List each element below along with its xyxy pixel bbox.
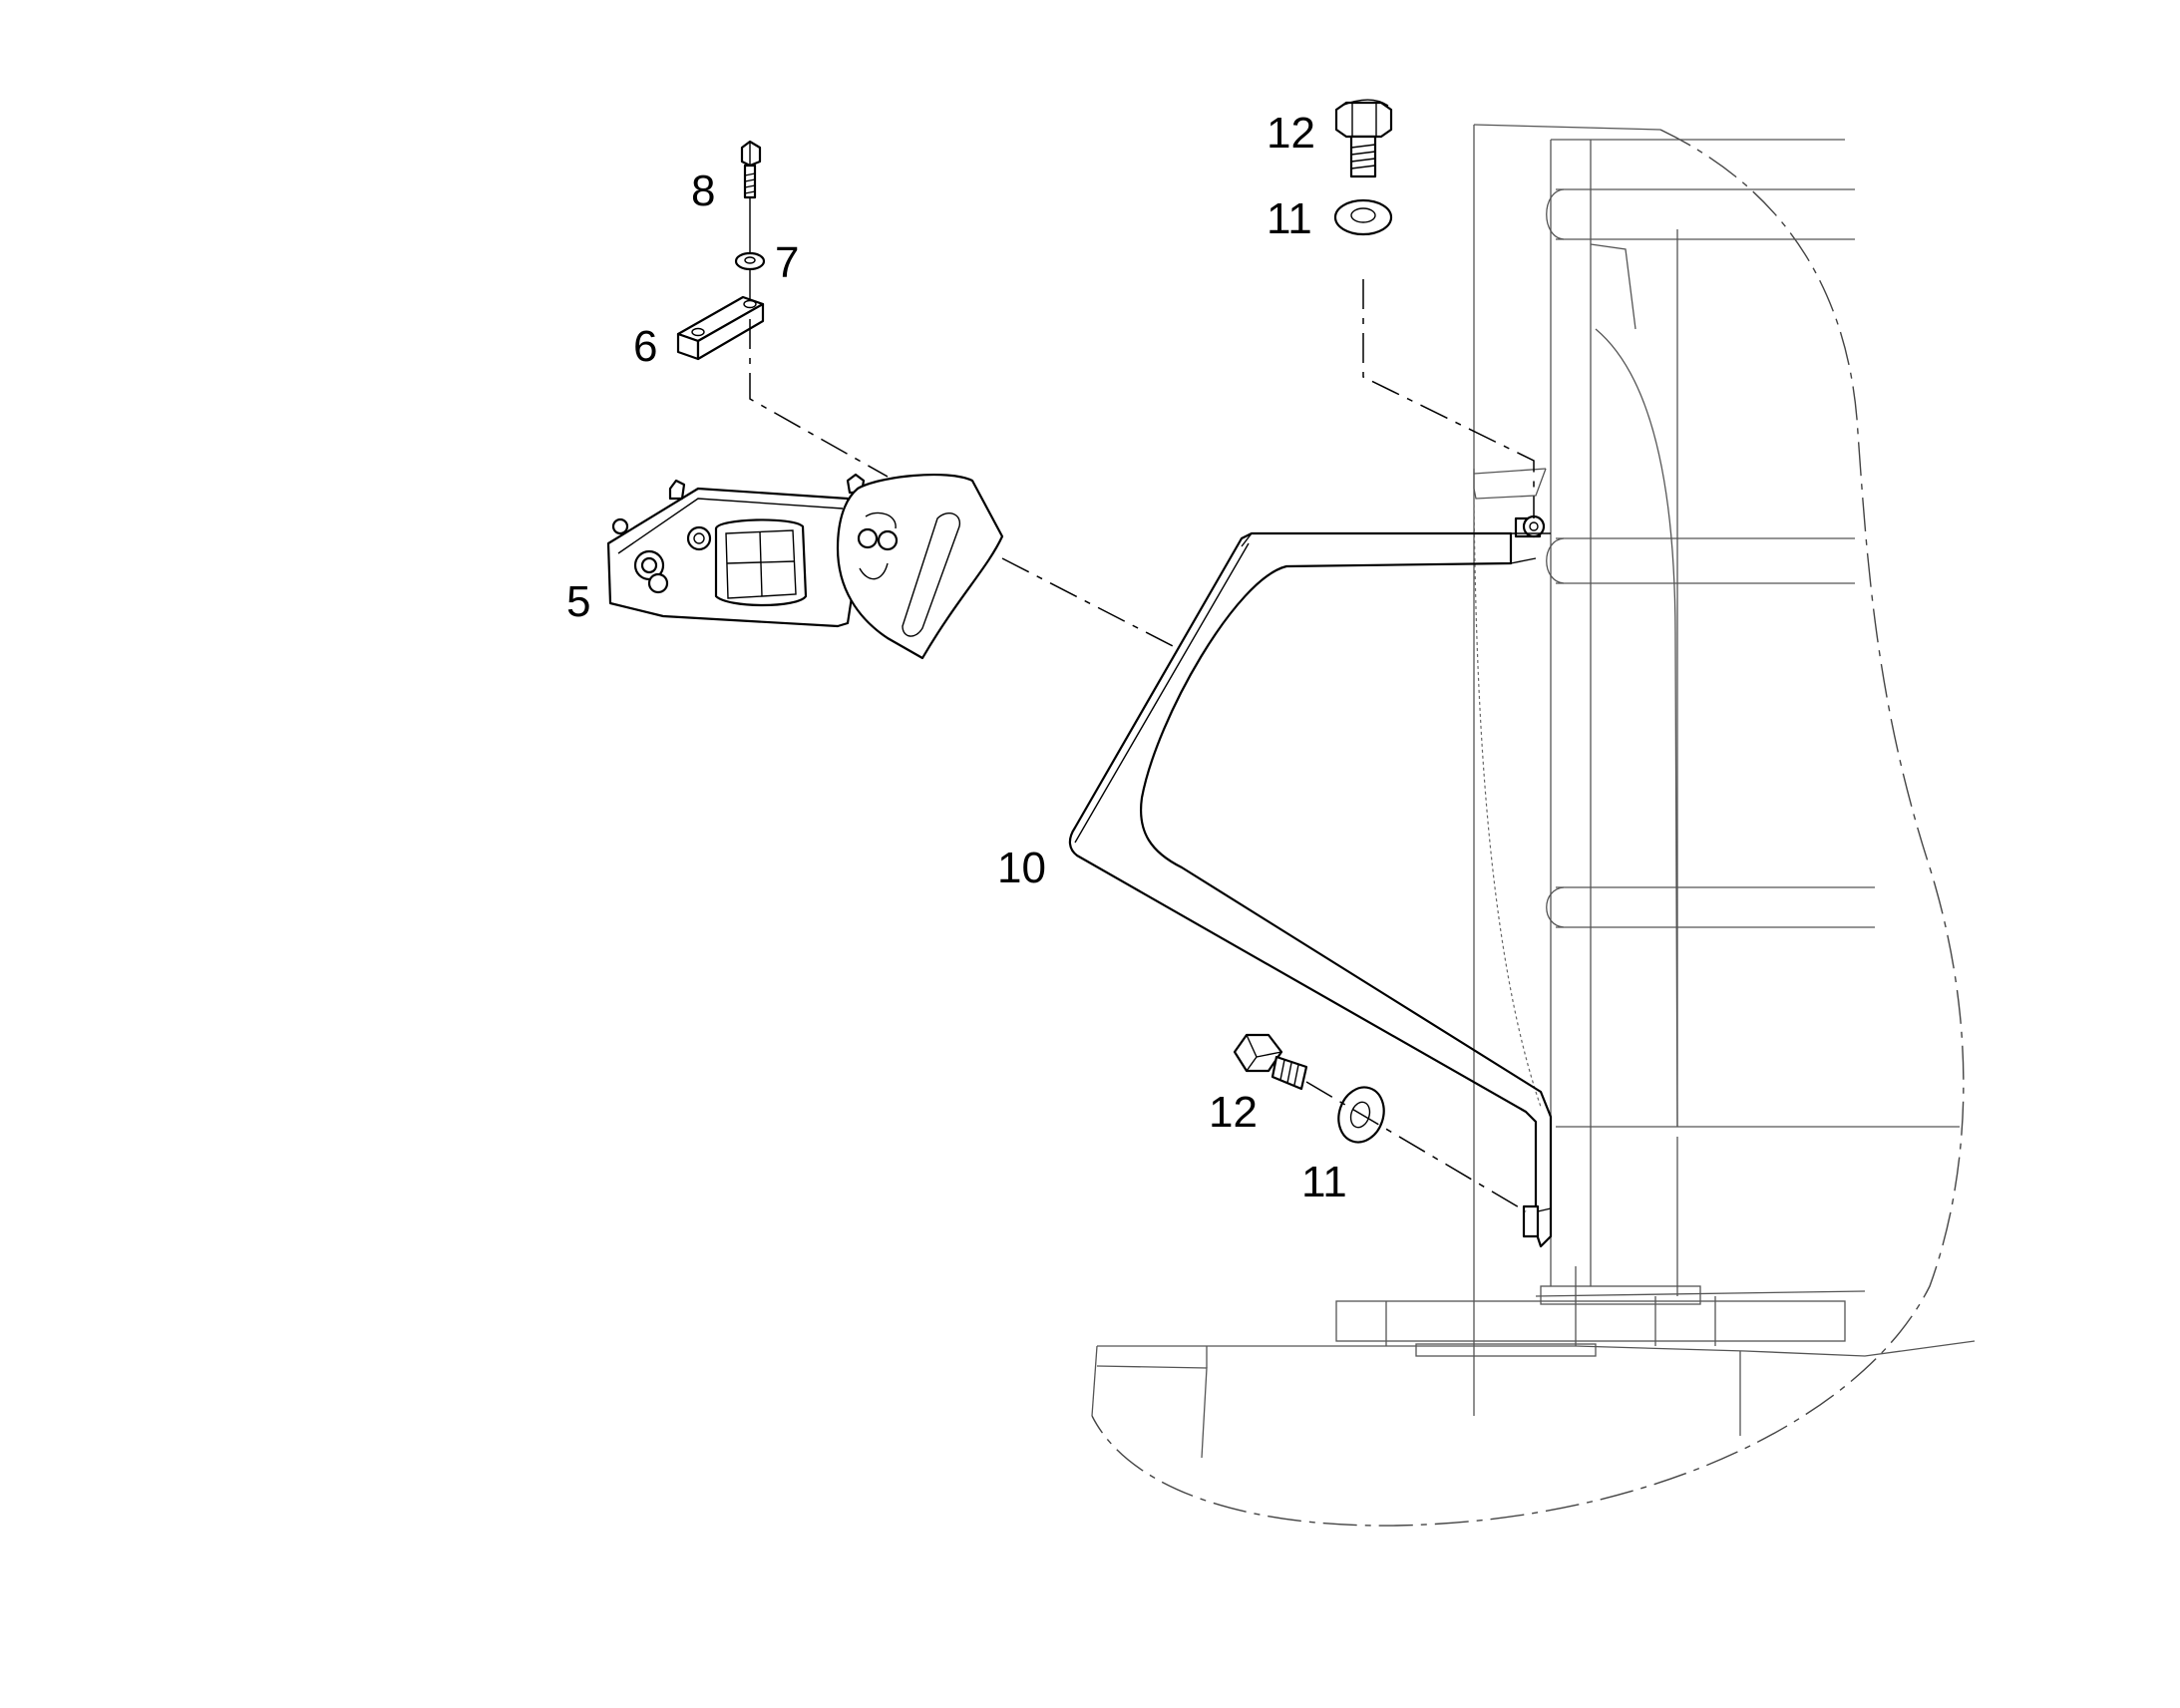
callout-12-bottom: 12 [1209,1088,1258,1137]
callout-12-top: 12 [1267,109,1315,158]
small-washer-part [734,251,766,271]
bottom-bolt-leader-line [1305,1081,1527,1212]
callout-7: 7 [775,238,799,287]
frame-structure [1091,124,1976,1527]
top-bolt-part [1334,99,1393,178]
clamp-assembly-part [606,473,1004,660]
top-bolt-leader-line [1362,279,1535,518]
callout-10: 10 [997,844,1046,892]
bottom-bolt-part [1233,1033,1308,1091]
plate-leader-line [749,319,889,478]
callout-8: 8 [691,167,715,215]
top-washer-part [1333,198,1393,236]
small-bolt-part [740,140,762,199]
assembly-leader-line [1001,557,1178,649]
plate-part [676,295,765,361]
callout-6: 6 [633,322,657,371]
bracket-part [1068,514,1553,1248]
callout-11-bottom: 11 [1301,1158,1347,1206]
callout-11-top: 11 [1267,194,1312,243]
callout-5: 5 [566,577,590,626]
